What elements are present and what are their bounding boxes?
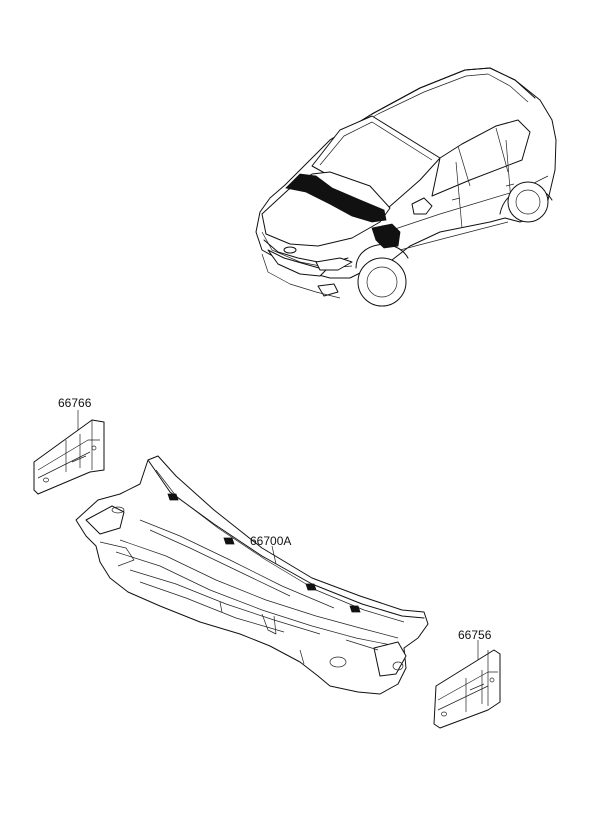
cowl-panel-leader xyxy=(271,545,277,565)
right-side-panel-number: 66756 xyxy=(458,628,492,642)
cowl-panel-part xyxy=(75,455,429,695)
left-side-panel-part xyxy=(33,419,105,495)
right-side-panel-part xyxy=(433,649,501,729)
cowl-panel-number: 66700A xyxy=(250,534,291,548)
left-side-panel-number: 66766 xyxy=(58,396,92,410)
vehicle-illustration xyxy=(255,67,557,307)
